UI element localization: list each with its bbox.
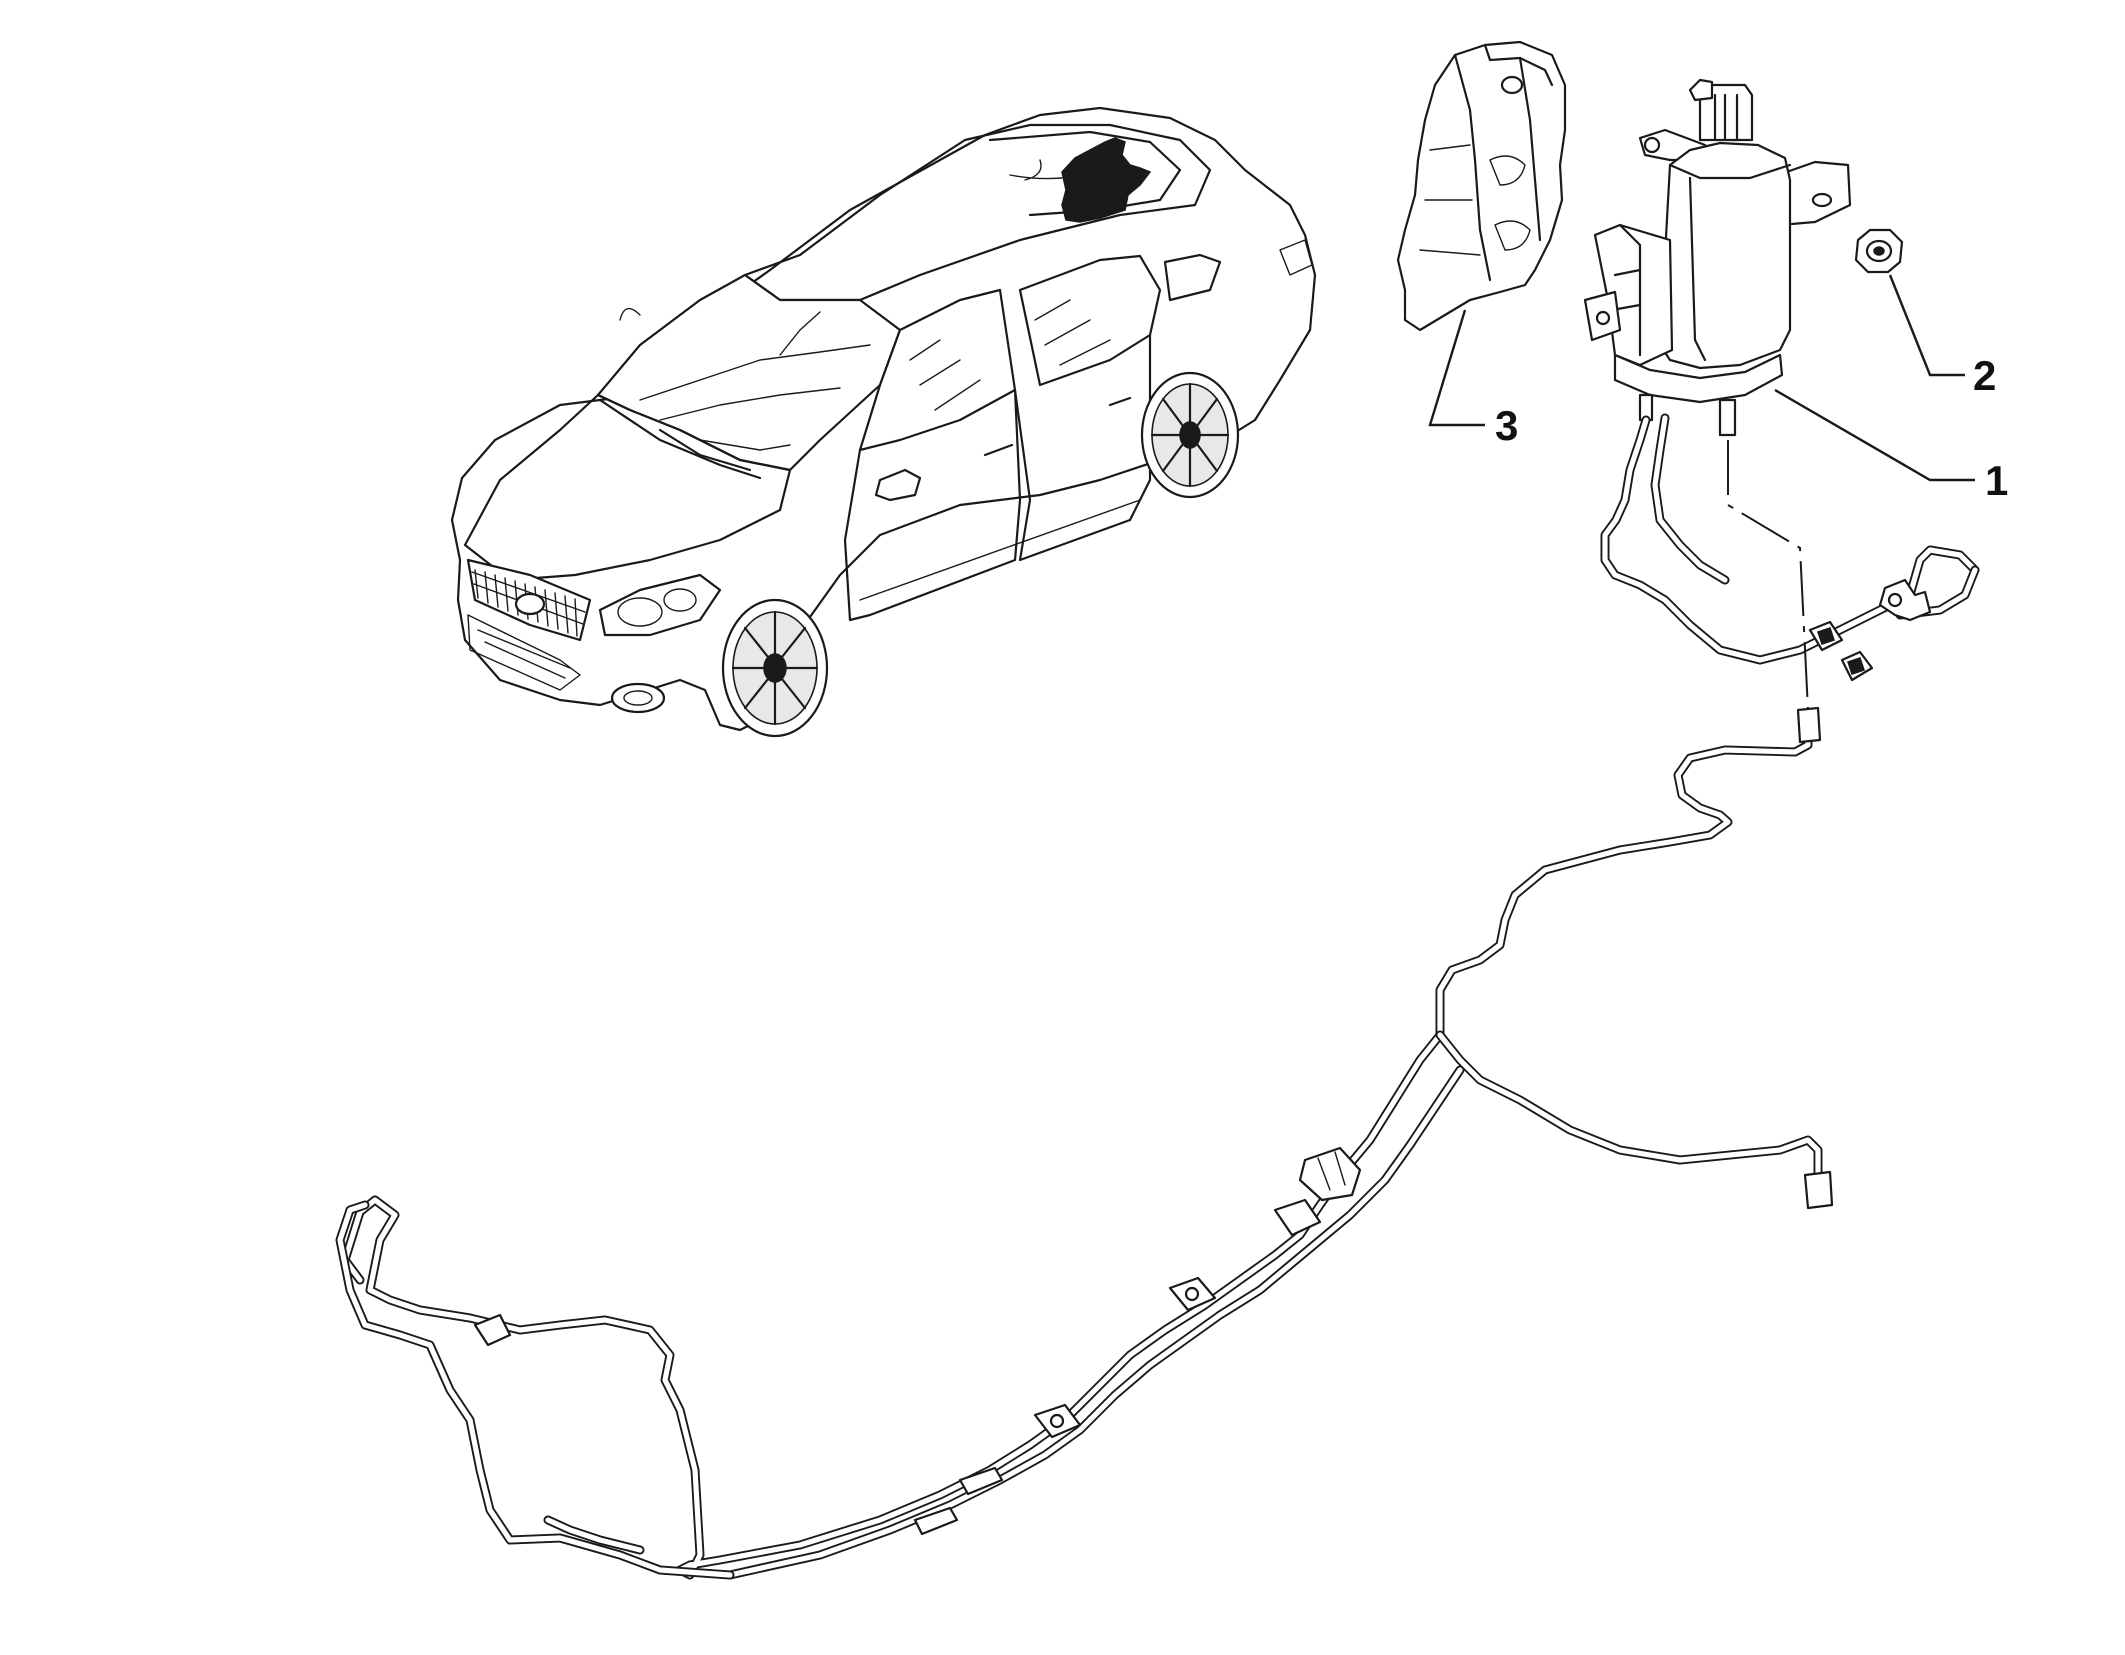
front-wheel [721, 598, 829, 738]
line-end-fitting-left [473, 1313, 512, 1347]
callout-3-label: 3 [1495, 402, 1518, 449]
callout-1-label: 1 [1985, 457, 2008, 504]
callout-2: 2 [1888, 274, 1996, 399]
line-clip-4 [1033, 1403, 1082, 1439]
callout-3: 3 [1428, 309, 1518, 449]
line-clip-1 [1298, 1146, 1362, 1202]
assembly-locator-dashed-line [1727, 440, 1809, 711]
part-3-heat-shield [1396, 40, 1567, 332]
line-clip-3 [1168, 1276, 1217, 1312]
fuel-line-assembly [335, 706, 1834, 1580]
part-2-nut [1854, 228, 1904, 274]
inline-connector-1 [958, 1466, 1004, 1496]
line-end-fitting-right [1803, 1170, 1834, 1210]
inline-connector-2 [913, 1506, 959, 1536]
vehicle-locator-car [450, 106, 1317, 738]
callout-2-label: 2 [1973, 352, 1996, 399]
rear-wheel [1140, 371, 1240, 499]
line-end-fitting-top [1796, 706, 1822, 744]
part-1-fuel-vapor-canister [1583, 78, 1852, 437]
line-clip-2 [1273, 1198, 1322, 1237]
callout-1: 1 [1774, 388, 2008, 504]
canister-hose-assembly [1600, 413, 1980, 682]
